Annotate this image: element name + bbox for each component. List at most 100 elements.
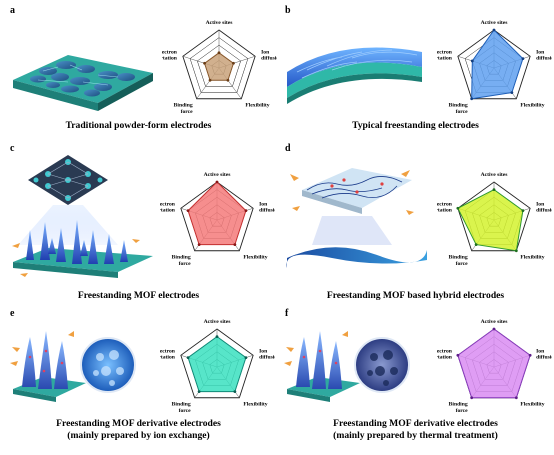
radar-axis-label: Flexibility xyxy=(520,255,544,261)
radar-axis-label: Iondiffusion xyxy=(536,49,552,61)
radar-axis-label: Flexibility xyxy=(245,103,269,109)
radar-ring xyxy=(457,181,531,252)
radar-data-point xyxy=(233,390,237,393)
radar-axis-label: Iondiffusion xyxy=(261,49,277,61)
radar-axis-label: Electrontransportation xyxy=(437,201,453,213)
radar-chart: Active sitesIondiffusionFlexibility Bindi… xyxy=(160,172,275,267)
radar-data-point xyxy=(474,243,478,246)
panel-label: c xyxy=(10,143,15,154)
radar-axis-label: Active sites xyxy=(206,20,234,26)
radar-data-point xyxy=(470,97,474,101)
panel-e: e Active sitesIondiffusionFlexibility Bin… xyxy=(0,305,277,455)
caption-line: Freestanding MOF derivative electrodes xyxy=(333,418,498,429)
caption-line: Freestanding MOF based hybrid electrodes xyxy=(326,290,505,301)
radar-axis-label: Electrontransportation xyxy=(437,49,453,61)
radar-data-point xyxy=(528,353,532,357)
radar-chart: Active sitesIondiffusionFlexibilityBindi… xyxy=(437,319,552,414)
radar-data-point xyxy=(514,249,518,253)
radar-ring xyxy=(182,29,256,100)
radar-data-area xyxy=(457,328,531,399)
panel-caption: Traditional powder-form electrodes xyxy=(0,120,277,132)
caption-line: (mainly prepared by ion exchange) xyxy=(67,429,210,441)
radar-ring xyxy=(457,29,531,100)
radar-data-point xyxy=(215,180,219,184)
radar-axis-label: Electrontransportation xyxy=(162,49,178,61)
caption-line: Freestanding MOF electrodes xyxy=(77,290,200,301)
radar-axis-label: Electrontransportation xyxy=(437,348,453,360)
panel-caption: Freestanding MOF derivative electrodes (… xyxy=(0,418,277,441)
radar-data-point xyxy=(197,390,201,393)
radar-axis-label: Iondiffusion xyxy=(259,348,275,360)
panel-caption: Typical freestanding electrodes xyxy=(277,120,554,132)
radar-data-area xyxy=(187,181,247,246)
panel-caption: Freestanding MOF electrodes xyxy=(0,290,277,302)
radar-axis-label: Electrontransportation xyxy=(160,201,176,213)
radar-ring xyxy=(180,181,254,252)
radar-data-area xyxy=(187,335,247,393)
radar-data-point xyxy=(244,209,248,213)
panel-label: d xyxy=(285,143,291,154)
radar-data-point xyxy=(226,78,230,82)
radar-axis-label: Iondiffusion xyxy=(536,201,552,213)
radar-data-point xyxy=(186,356,190,360)
radar-data-point xyxy=(232,61,235,65)
caption-line: Typical freestanding electrodes xyxy=(352,120,479,131)
caption-line: Traditional powder-form electrodes xyxy=(65,120,212,131)
radar-data-point xyxy=(208,78,212,82)
radar-data-point xyxy=(492,188,496,191)
panel-caption: Freestanding MOF derivative electrodes (… xyxy=(277,418,554,441)
mof-electrode-illustration xyxy=(12,155,153,278)
radar-data-point xyxy=(510,91,514,94)
radar-axis-label: Active sites xyxy=(481,20,509,26)
radar-data-area xyxy=(203,52,235,81)
radar-chart: Active sitesIondiffusionFlexibilityBindi… xyxy=(437,172,552,267)
panel-caption: Freestanding MOF based hybrid electrodes xyxy=(277,290,554,302)
radar-data-point xyxy=(521,57,525,61)
radar-chart: Active sitesIondiffusionFlexibility Bindi… xyxy=(160,319,275,414)
radar-data-point xyxy=(521,209,525,213)
radar-axis-label: Iondiffusion xyxy=(259,201,275,213)
radar-axis-label: Flexibility xyxy=(243,402,267,408)
radar-ring xyxy=(180,328,254,399)
radar-data-area xyxy=(457,189,524,252)
thermal-treatment-derivative-illustration xyxy=(284,331,410,402)
radar-axis-label: Active sites xyxy=(204,319,232,325)
panel-d: d Active sitesIondiffusionFlexibilityBin… xyxy=(277,140,554,301)
powder-electrode-illustration xyxy=(13,55,153,111)
panel-label: a xyxy=(10,5,15,16)
radar-data-point xyxy=(456,206,460,210)
radar-axis-label: Flexibility xyxy=(520,103,544,109)
radar-data-point xyxy=(215,335,219,338)
panel-b: b Active sitesIondiffusionFlexibility Bin… xyxy=(277,0,554,150)
radar-data-point xyxy=(233,243,237,246)
radar-axis-label: Active sites xyxy=(204,172,232,178)
panel-label: f xyxy=(285,308,289,319)
radar-data-point xyxy=(244,356,248,360)
radar-data-point xyxy=(514,396,518,400)
mof-hybrid-electrode-illustration xyxy=(286,168,427,268)
radar-data-point xyxy=(186,209,190,213)
radar-ring xyxy=(197,44,241,87)
radar-axis-label: Electrontransportation xyxy=(160,348,176,360)
panel-label: e xyxy=(10,308,15,319)
panel-f: f Active sitesIondiffusionFlexibilityBin… xyxy=(277,305,554,455)
caption-line: (mainly prepared by thermal treatment) xyxy=(333,429,498,441)
caption-line: Freestanding MOF derivative electrodes xyxy=(56,418,221,429)
radar-axis-label: Flexibility xyxy=(243,255,267,261)
radar-data-point xyxy=(197,243,201,246)
radar-data-point xyxy=(470,59,474,63)
panel-a: a Active sitesIondiffusionFlexibility Bin… xyxy=(0,0,277,150)
radar-ring xyxy=(189,37,249,93)
freestanding-electrode-illustration xyxy=(287,47,422,104)
radar-data-point xyxy=(492,28,496,32)
radar-data-point xyxy=(470,396,474,400)
panel-label: b xyxy=(285,5,291,16)
radar-chart: Active sitesIondiffusionFlexibility Bindi… xyxy=(162,20,277,115)
